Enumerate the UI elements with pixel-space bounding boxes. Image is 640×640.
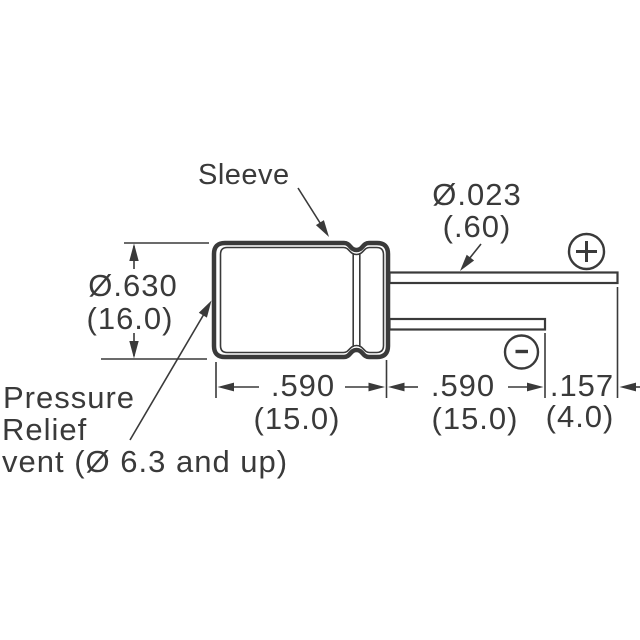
lead-protrusion-dimension: .157 (4.0) [546, 368, 640, 434]
arrowhead-down-icon [129, 341, 139, 359]
sleeve-arrowhead-icon [315, 220, 329, 237]
lead-length-inch-label: .590 [431, 368, 495, 403]
arrowhead-left-icon [217, 382, 234, 392]
capacitor-body [211, 240, 391, 360]
pressure-relief-label-line2: Relief [2, 412, 87, 447]
lead-diameter-leader-line [468, 243, 482, 260]
lead-diameter-callout: Ø.023 (.60) [432, 177, 521, 271]
lead-protrusion-inch-label: .157 [550, 368, 614, 403]
arrowhead-right-icon [368, 382, 385, 392]
lead-diameter-arrowhead-icon [460, 254, 475, 271]
lead-length-mm-label: (15.0) [432, 401, 519, 436]
case-length-mm-label: (15.0) [254, 401, 341, 436]
lead-protrusion-mm-label: (4.0) [546, 399, 615, 434]
negative-polarity-icon [503, 334, 540, 370]
pressure-relief-leader-line [129, 313, 205, 441]
arrowhead-left-icon [388, 382, 405, 392]
bottom-extension-lines [215, 287, 619, 398]
sleeve-leader-line [297, 187, 323, 227]
case-diameter-mm-label: (16.0) [87, 301, 174, 336]
arrowhead-up-icon [129, 243, 139, 261]
arrowhead-left-outside-icon [619, 382, 636, 392]
positive-lead [388, 271, 619, 285]
arrowhead-right-icon [527, 382, 544, 392]
positive-polarity-icon [567, 232, 606, 271]
pressure-relief-label-line1: Pressure [3, 380, 135, 415]
pressure-relief-label-line3: vent (Ø 6.3 and up) [2, 444, 288, 479]
pressure-relief-callout: Pressure Relief vent (Ø 6.3 and up) [2, 300, 288, 479]
pressure-relief-arrowhead-icon [198, 300, 212, 318]
case-diameter-inch-label: Ø.630 [88, 268, 177, 303]
lead-diameter-inch-label: Ø.023 [432, 177, 521, 212]
capacitor-body-outline [211, 240, 391, 360]
capacitor-body-inner-line [219, 246, 385, 354]
case-length-dimension: .590 (15.0) [217, 368, 385, 436]
sleeve-label: Sleeve [198, 159, 290, 191]
lead-length-dimension: .590 (15.0) [388, 368, 544, 436]
sleeve-callout: Sleeve [198, 159, 329, 237]
lead-diameter-mm-label: (.60) [443, 209, 512, 244]
case-length-inch-label: .590 [271, 368, 335, 403]
case-diameter-dimension: Ø.630 (16.0) [87, 242, 209, 360]
negative-lead [388, 317, 547, 331]
